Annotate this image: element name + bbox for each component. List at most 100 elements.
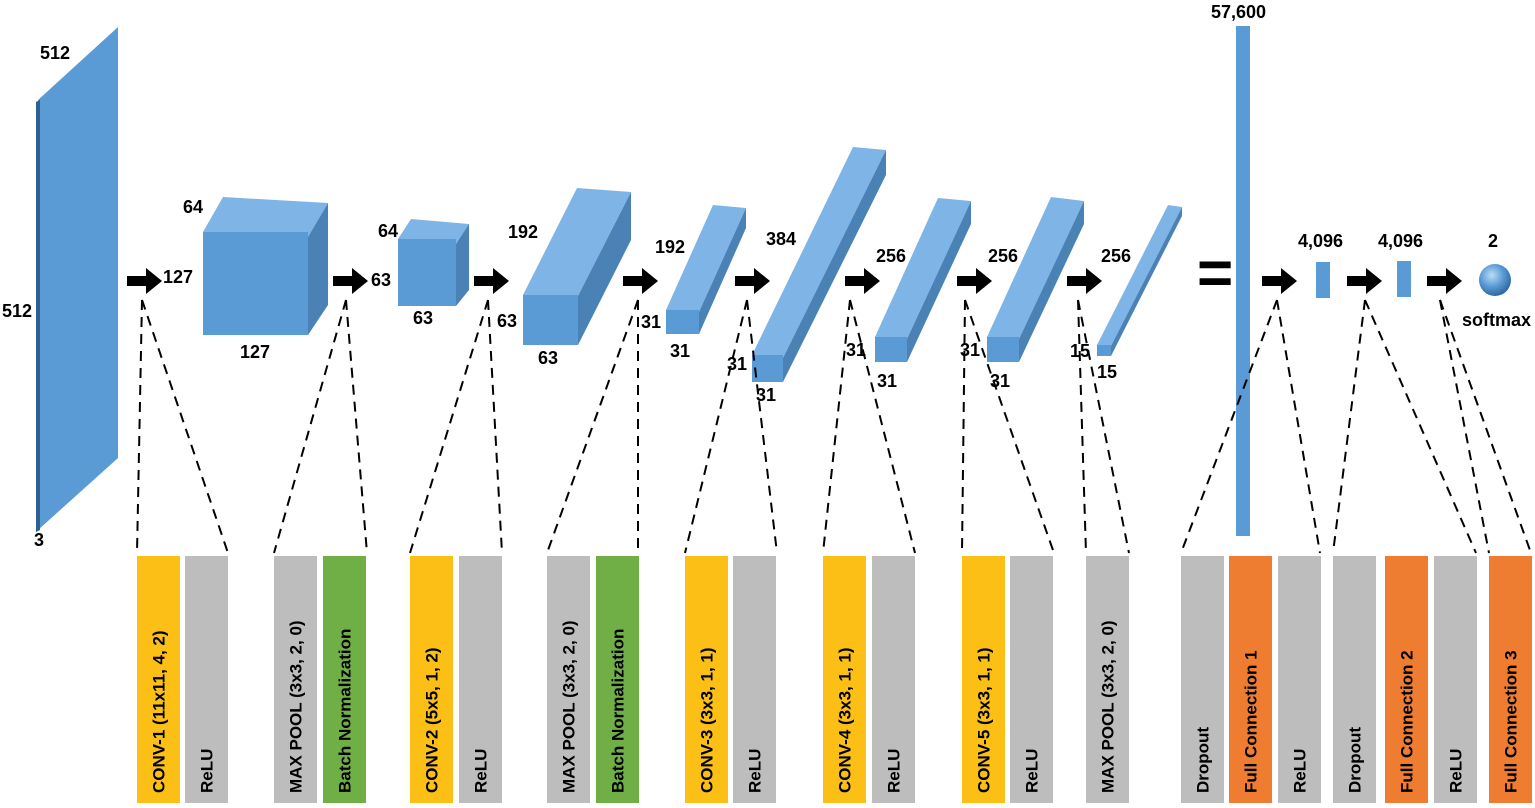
operation-box-fc: Full Connection 2 [1385,556,1428,803]
operation-box-fill [1333,556,1376,803]
operation-box-label: Full Connection 1 [1242,650,1261,793]
operation-box-fill [323,556,366,803]
volume-1-height: 127 [163,267,193,287]
volume-5-channels: 384 [766,229,796,249]
arrow-11 [1427,268,1462,294]
arrow-8 [1067,268,1102,294]
operation-box-conv: CONV-4 (3x3, 1, 1) [823,556,866,803]
operation-box-relu: ReLU [733,556,776,803]
arrow-10 [1347,268,1382,294]
arrows [127,268,1462,294]
operation-box-fill [1489,556,1532,803]
operation-box-label: Batch Normalization [336,629,355,793]
volume-8-width: 15 [1097,362,1117,382]
operation-box-label: ReLU [1447,749,1466,793]
volume-7 [987,197,1084,362]
operation-box-label: MAX POOL (3x3, 2, 0) [560,620,579,793]
operation-box-label: ReLU [885,749,904,793]
volume-3-width: 63 [538,348,558,368]
operation-box-fill [872,556,915,803]
operation-box-pool: MAX POOL (3x3, 2, 0) [274,556,317,803]
volume-7-channels: 256 [988,246,1018,266]
arrow-9 [1262,268,1297,294]
operation-box-fill [274,556,317,803]
volume-3 [523,188,631,345]
operation-box-fill [1181,556,1224,803]
arrow-6 [845,268,880,294]
operation-box-fill [1010,556,1053,803]
operation-box-label: Dropout [1346,727,1365,793]
operation-box-conv: CONV-1 (11x11, 4, 2) [137,556,180,803]
output-softmax-label: softmax [1462,310,1531,330]
volume-2-height: 63 [371,270,391,290]
operation-box-label: ReLU [1291,749,1310,793]
operation-box-fill [410,556,453,803]
operation-box-dropout: Dropout [1333,556,1376,803]
operation-box-fc: Full Connection 3 [1489,556,1532,803]
operation-box-relu: ReLU [1010,556,1053,803]
operation-box-batchnorm: Batch Normalization [323,556,366,803]
input-channel-label: 3 [34,530,44,550]
operation-box-label: ReLU [746,749,765,793]
arrow-4 [623,268,658,294]
operation-box-fill [733,556,776,803]
arrow-5 [735,268,770,294]
operation-box-fill [137,556,180,803]
volume-5-width: 31 [756,385,776,405]
volume-2-width: 63 [413,308,433,328]
arrow-1 [127,268,162,294]
operation-box-label: CONV-3 (3x3, 1, 1) [698,647,717,793]
operation-box-label: ReLU [198,749,217,793]
operation-box-label: Batch Normalization [609,629,628,793]
operation-box-batchnorm: Batch Normalization [596,556,639,803]
operation-box-label: MAX POOL (3x3, 2, 0) [1099,620,1118,793]
output-node [1479,264,1511,296]
operation-boxes: CONV-1 (11x11, 4, 2) ReLU MAX POOL (3x3, 2… [137,556,1532,803]
operation-box-label: CONV-4 (3x3, 1, 1) [836,647,855,793]
operation-box-fill [459,556,502,803]
operation-box-label: CONV-5 (3x3, 1, 1) [975,647,994,793]
output-size-label: 2 [1488,231,1498,251]
volume-1 [203,197,328,335]
volume-4 [666,205,746,334]
operation-box-fill [823,556,866,803]
operation-box-relu: ReLU [1434,556,1477,803]
volume-2 [398,219,469,306]
operation-box-fill [685,556,728,803]
operation-box-fc: Full Connection 1 [1229,556,1272,803]
volume-6-height: 31 [846,340,866,360]
volume-4-width: 31 [670,341,690,361]
operation-box-fill [962,556,1005,803]
volume-6-channels: 256 [876,246,906,266]
fc1-size-label: 4,096 [1298,231,1343,251]
operation-box-relu: ReLU [872,556,915,803]
arrow-7 [957,268,992,294]
operation-box-label: CONV-1 (11x11, 4, 2) [150,630,169,793]
volume-8 [1097,205,1182,356]
input-volume [36,27,118,532]
operation-box-label: MAX POOL (3x3, 2, 0) [287,620,306,793]
operation-box-label: ReLU [472,749,491,793]
volume-5 [752,147,886,382]
operation-box-conv: CONV-5 (3x3, 1, 1) [962,556,1005,803]
volume-2-channels: 64 [378,221,398,241]
volume-3-channels: 192 [508,222,538,242]
operation-box-relu: ReLU [185,556,228,803]
operation-box-label: Dropout [1194,727,1213,793]
operation-box-fill [1229,556,1272,803]
operation-box-label: ReLU [1023,749,1042,793]
operation-box-relu: ReLU [1278,556,1321,803]
operation-box-conv: CONV-2 (5x5, 1, 2) [410,556,453,803]
fc2-vector [1397,261,1411,297]
operation-box-fill [1434,556,1477,803]
arrow-2 [333,268,368,294]
operation-box-fill [547,556,590,803]
fc2-size-label: 4,096 [1378,231,1423,251]
fc1-vector [1316,262,1330,298]
equals-sign: = [1197,239,1233,308]
operation-box-pool: MAX POOL (3x3, 2, 0) [547,556,590,803]
operation-box-fill [596,556,639,803]
operation-box-dropout: Dropout [1181,556,1224,803]
arrow-3 [474,268,509,294]
